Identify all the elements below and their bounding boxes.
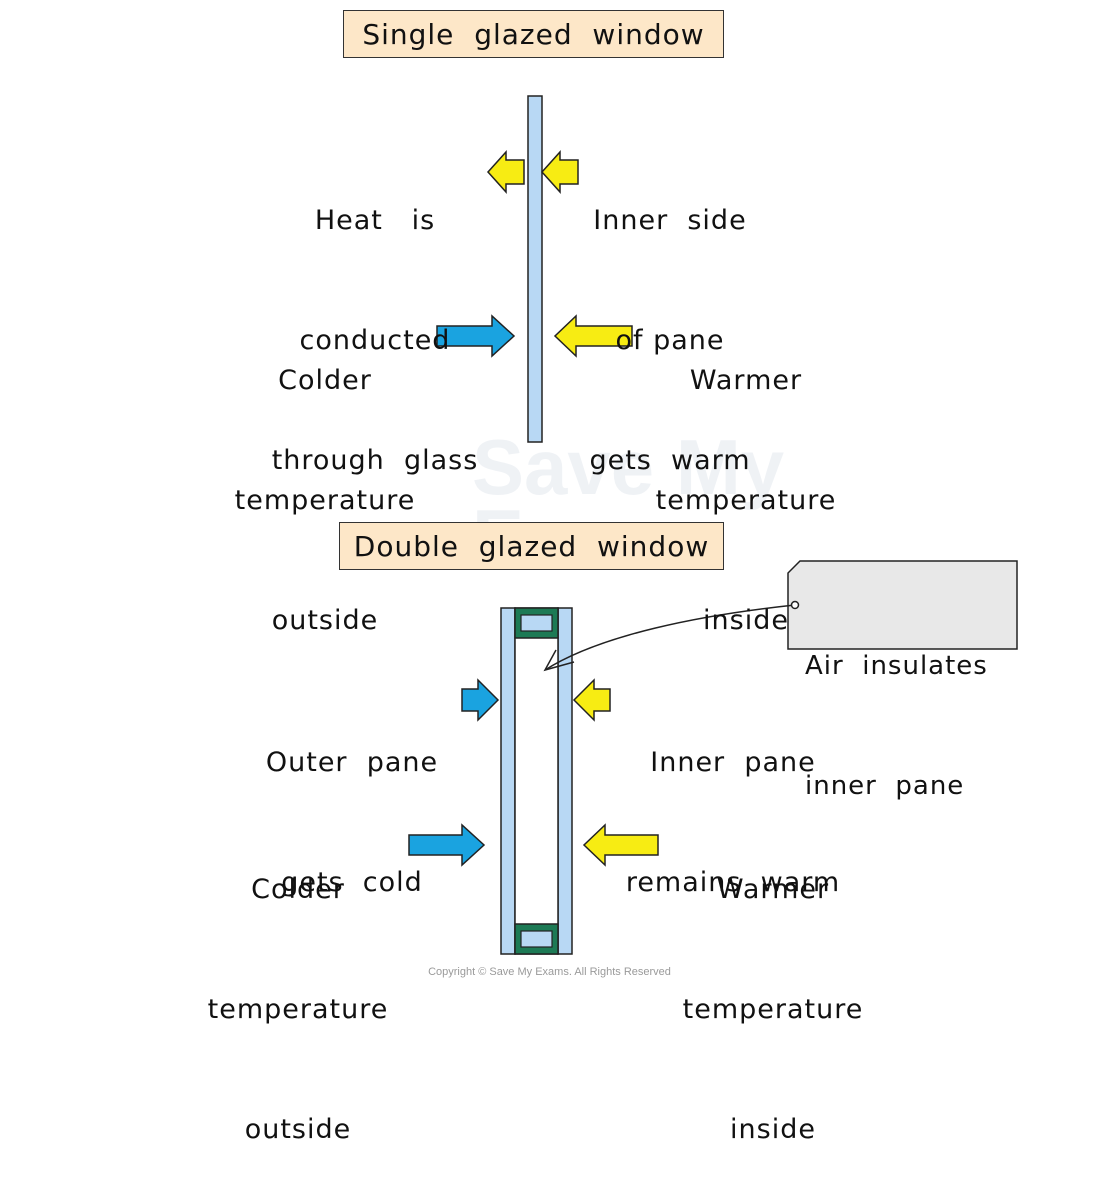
double-warmer-label: Warmer temperature inside (663, 790, 883, 1190)
air-callout-pointer (544, 604, 796, 671)
single-warm-arrow (553, 314, 633, 358)
label-line: temperature (207, 994, 389, 1025)
inner-pane-warm-arrow (572, 678, 611, 722)
single-glazed-title: Single glazed window (343, 10, 724, 58)
air-callout-box (787, 560, 1018, 650)
inner-glass-pane (557, 607, 573, 955)
air-callout-text: Air insulates inner pane (805, 566, 988, 846)
double-cold-arrow (408, 823, 486, 867)
label-line: gets cold (281, 867, 423, 898)
label-line: of pane (615, 325, 725, 356)
label-line: inside (730, 1114, 816, 1145)
label-line: conducted (299, 325, 451, 356)
diagram-canvas (408, 95, 1018, 955)
label-line: remains warm (625, 867, 841, 898)
inner-side-label: Inner side of pane gets warm (570, 121, 770, 521)
inner-side-arrow (540, 150, 579, 194)
label-line: through glass (271, 445, 479, 476)
copyright-notice: Copyright © Save My Exams. All Rights Re… (428, 966, 671, 978)
top-spacer-inner (520, 614, 553, 632)
double-warm-arrow (582, 823, 659, 867)
single-colder-label: Colder temperature outside (215, 281, 435, 681)
label-line: Inner side (593, 205, 747, 236)
double-colder-label: Colder temperature outside (188, 790, 408, 1190)
label-line: inside (703, 605, 789, 636)
label-line: Warmer (689, 365, 803, 396)
label-line: Colder (278, 365, 372, 396)
heat-conducted-arrow (486, 150, 525, 194)
label-line: Warmer (716, 874, 830, 905)
label-line: temperature (655, 485, 837, 516)
outer-glass-pane (500, 607, 516, 955)
single-cold-arrow (436, 314, 516, 358)
label-line: Outer pane (265, 747, 439, 778)
label-line: Colder (251, 874, 345, 905)
label-line: Inner pane (650, 747, 816, 778)
label-line: outside (244, 1114, 352, 1145)
label-line: outside (271, 605, 379, 636)
single-glass-pane (527, 95, 543, 443)
outer-pane-cold-arrow (461, 678, 500, 722)
outer-pane-label: Outer pane gets cold (242, 663, 462, 943)
label-line: inner pane (805, 771, 965, 801)
air-callout-pointer-dot (790, 600, 800, 610)
air-callout-pointer-head (543, 649, 575, 672)
air-gap (514, 607, 559, 955)
label-line: temperature (234, 485, 416, 516)
inner-pane-label: Inner pane remains warm (608, 663, 858, 943)
label-line: Air insulates (805, 651, 988, 681)
watermark-line: Save My (472, 423, 785, 511)
heat-conducted-label: Heat is conducted through glass (255, 121, 495, 521)
bottom-spacer-inner (520, 930, 553, 948)
label-line: gets warm (589, 445, 751, 476)
double-glazed-title: Double glazed window (339, 522, 724, 570)
label-line: temperature (682, 994, 864, 1025)
label-line: Heat is (314, 205, 436, 236)
single-warmer-label: Warmer temperature inside (636, 281, 856, 681)
